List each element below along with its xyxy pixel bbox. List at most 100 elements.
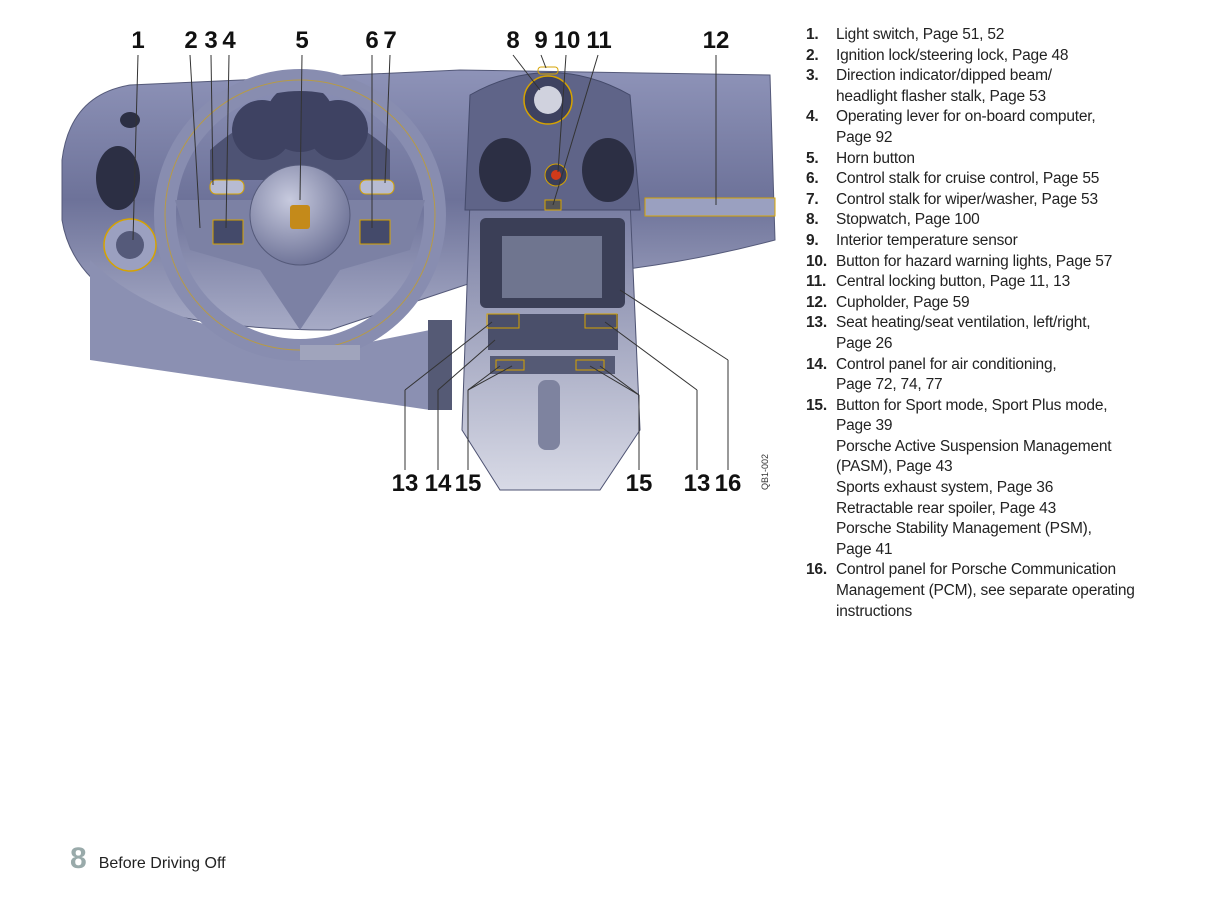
legend-item: 13. Seat heating/seat ventilation, left/r… bbox=[806, 313, 1206, 354]
legend-item: 10. Button for hazard warning lights, Pag… bbox=[806, 252, 1206, 273]
legend-item-line: Button for Sport mode, Sport Plus mode, bbox=[836, 396, 1108, 414]
callout-2: 2 bbox=[184, 27, 198, 54]
legend-item-number: 8. bbox=[806, 211, 819, 229]
legend-item: 4. Operating lever for on-board computer,… bbox=[806, 107, 1206, 148]
legend-item-line: Control stalk for wiper/washer, Page 53 bbox=[836, 190, 1098, 208]
callout-16: 16 bbox=[714, 470, 742, 497]
legend-item: 6. Control stalk for cruise control, Page… bbox=[806, 169, 1206, 190]
legend-item: 1. Light switch, Page 51, 52 bbox=[806, 25, 1206, 46]
legend-item-line: Light switch, Page 51, 52 bbox=[836, 26, 1005, 43]
legend-item-text: Stopwatch, Page 100 bbox=[836, 210, 1206, 231]
legend-item-text: Central locking button, Page 11, 13 bbox=[836, 272, 1206, 293]
legend-item: 3. Direction indicator/dipped beam/headli… bbox=[806, 66, 1206, 107]
legend-item-line: instructions bbox=[836, 602, 912, 620]
page-footer: 8 Before Driving Off bbox=[70, 842, 226, 876]
legend-item-line: Page 92 bbox=[836, 128, 893, 146]
callout-14: 14 bbox=[424, 470, 452, 497]
legend-item-text: Horn button bbox=[836, 149, 1206, 170]
legend-item: 14. Control panel for air conditioning, Pa… bbox=[806, 355, 1206, 396]
legend-item-line: Central locking button, Page 11, 13 bbox=[836, 273, 1070, 291]
callout-1: 1 bbox=[131, 27, 145, 54]
legend-item-line: Porsche Stability Management (PSM), bbox=[836, 520, 1092, 538]
legend-item-line: Page 41 bbox=[836, 540, 893, 558]
legend-item-line: Ignition lock/steering lock, Page 48 bbox=[836, 46, 1069, 64]
callout-15-left: 15 bbox=[454, 470, 482, 497]
callout-6: 6 bbox=[365, 27, 379, 54]
legend-item-line: Cupholder, Page 59 bbox=[836, 293, 970, 311]
legend-item-number: 14. bbox=[806, 355, 827, 373]
legend-item-line: (PASM), Page 43 bbox=[836, 458, 953, 476]
callout-7: 7 bbox=[383, 27, 397, 54]
callout-4: 4 bbox=[222, 27, 236, 54]
callout-5: 5 bbox=[295, 27, 309, 54]
legend-item: 15. Button for Sport mode, Sport Plus mod… bbox=[806, 396, 1206, 561]
legend-item-line: headlight flasher stalk, Page 53 bbox=[836, 87, 1046, 105]
legend-item-number: 5. bbox=[806, 149, 819, 167]
legend-item-number: 13. bbox=[806, 314, 827, 332]
legend-item-number: 6. bbox=[806, 170, 819, 188]
legend-item: 9. Interior temperature sensor bbox=[806, 231, 1206, 252]
callout-13-left: 13 bbox=[391, 470, 419, 497]
legend-item-number: 9. bbox=[806, 231, 819, 249]
legend-item-line: Page 26 bbox=[836, 334, 893, 352]
legend-item-text: Light switch, Page 51, 52 bbox=[836, 25, 1206, 46]
legend-item-line: Page 39 bbox=[836, 417, 893, 435]
legend-item-line: Direction indicator/dipped beam/ bbox=[836, 67, 1052, 85]
callout-15-right: 15 bbox=[625, 470, 653, 497]
legend-item-text: Control panel for air conditioning, Page … bbox=[836, 355, 1206, 396]
legend-item-line: Retractable rear spoiler, Page 43 bbox=[836, 499, 1057, 517]
callout-13-right: 13 bbox=[683, 470, 711, 497]
legend-item: 12. Cupholder, Page 59 bbox=[806, 293, 1206, 314]
callout-9: 9 bbox=[534, 27, 548, 54]
legend-item-line: Stopwatch, Page 100 bbox=[836, 211, 980, 229]
legend-item-line: Control panel for air conditioning, bbox=[836, 355, 1057, 373]
legend-item-number: 16. bbox=[806, 561, 827, 579]
legend-item-line: Management (PCM), see separate operating bbox=[836, 582, 1135, 600]
legend-list: 1. Light switch, Page 51, 52 2. Ignition lo… bbox=[806, 25, 1206, 622]
legend-item-text: Seat heating/seat ventilation, left/righ… bbox=[836, 313, 1206, 354]
section-title: Before Driving Off bbox=[98, 855, 226, 872]
legend-item-line: Interior temperature sensor bbox=[836, 231, 1018, 249]
legend-item: 8. Stopwatch, Page 100 bbox=[806, 210, 1206, 231]
legend-item-line: Porsche Active Suspension Management bbox=[836, 437, 1112, 455]
legend-item-text: Control stalk for cruise control, Page 5… bbox=[836, 169, 1206, 190]
legend-item-text: Operating lever for on-board computer, Pa… bbox=[836, 107, 1206, 148]
legend-item: 2. Ignition lock/steering lock, Page 48 bbox=[806, 46, 1206, 67]
legend-item: 16. Control panel for Porsche Communicati… bbox=[806, 560, 1206, 622]
figure-code: QB1-002 bbox=[760, 453, 770, 490]
legend-item-text: Direction indicator/dipped beam/headligh… bbox=[836, 66, 1206, 107]
callout-10: 10 bbox=[553, 27, 581, 54]
legend-item-number: 11. bbox=[806, 273, 827, 291]
legend-item: 11. Central locking button, Page 11, 13 bbox=[806, 272, 1206, 293]
legend-item-line: Seat heating/seat ventilation, left/righ… bbox=[836, 314, 1091, 332]
legend-item-text: Cupholder, Page 59 bbox=[836, 293, 1206, 314]
callout-8: 8 bbox=[506, 27, 520, 54]
legend-item-number: 4. bbox=[806, 108, 819, 126]
legend-item-line: Control panel for Porsche Communication bbox=[836, 561, 1116, 579]
callout-3: 3 bbox=[204, 27, 218, 54]
callout-11: 11 bbox=[586, 27, 612, 54]
legend-item: 5. Horn button bbox=[806, 149, 1206, 170]
legend-item-text: Button for hazard warning lights, Page 5… bbox=[836, 252, 1206, 273]
legend-item-line: Page 72, 74, 77 bbox=[836, 376, 943, 394]
legend-item-text: Control stalk for wiper/washer, Page 53 bbox=[836, 190, 1206, 211]
legend-item-number: 10. bbox=[806, 252, 827, 270]
page-number: 8 bbox=[70, 842, 87, 875]
legend-item-text: Interior temperature sensor bbox=[836, 231, 1206, 252]
legend-item-line: Horn button bbox=[836, 149, 915, 167]
legend-item-number: 2. bbox=[806, 46, 819, 64]
legend-item-number: 12. bbox=[806, 293, 827, 311]
legend-item-number: 3. bbox=[806, 67, 819, 85]
legend-item: 7. Control stalk for wiper/washer, Page 5… bbox=[806, 190, 1206, 211]
dashboard-illustration bbox=[61, 54, 776, 491]
legend-item-number: 7. bbox=[806, 190, 819, 208]
legend-item-text: Button for Sport mode, Sport Plus mode, P… bbox=[836, 396, 1206, 561]
legend-item-line: Control stalk for cruise control, Page 5… bbox=[836, 170, 1100, 188]
legend-item-number: 15. bbox=[806, 396, 827, 414]
legend-item-number: 1. bbox=[806, 26, 819, 43]
legend-item-line: Button for hazard warning lights, Page 5… bbox=[836, 252, 1113, 270]
legend-item-line: Sports exhaust system, Page 36 bbox=[836, 479, 1054, 497]
legend-item-line: Operating lever for on-board computer, bbox=[836, 108, 1096, 126]
callout-12: 12 bbox=[702, 27, 730, 54]
